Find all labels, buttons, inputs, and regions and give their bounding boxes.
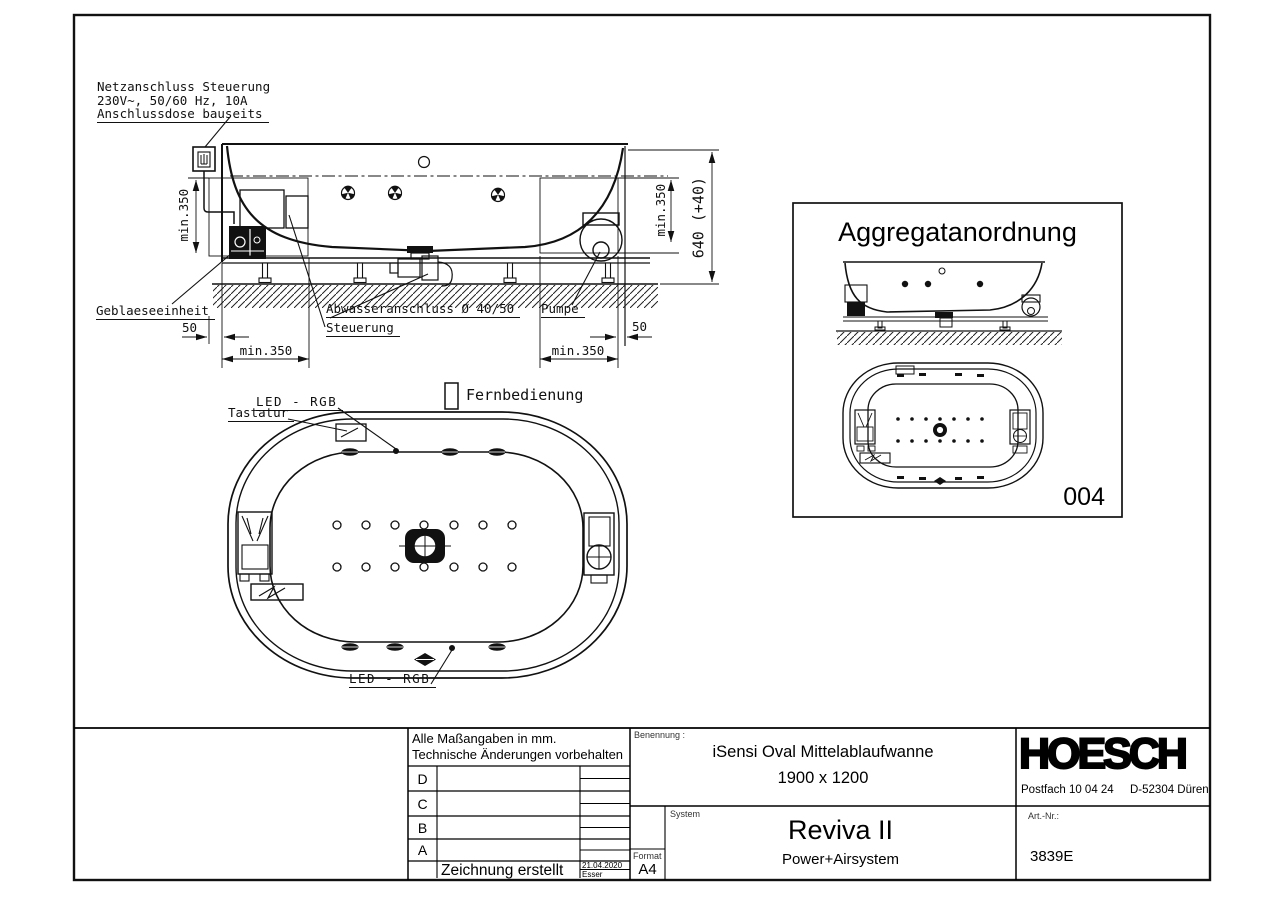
tolerance-note-line1: Alle Maßangaben in mm. [412, 731, 557, 746]
dim-offset-right: 50 [632, 319, 648, 334]
aggregat-side-view [836, 261, 1062, 345]
dim-clearance-v-right: min.350 [652, 183, 668, 237]
revision-row-c: C [417, 796, 428, 812]
led-point-top [393, 448, 399, 454]
revision-row-a: A [417, 842, 428, 858]
led-rgb-bottom-label: LED - RGB [349, 671, 437, 689]
dim-height: 640 (+40) [689, 176, 708, 259]
air-jet-symbol [340, 185, 356, 201]
dim-clearance-h-left: min.350 [239, 343, 293, 358]
revision-row-d: D [417, 771, 428, 787]
aggregat-code: 004 [1063, 483, 1105, 511]
air-jet-symbol [490, 187, 506, 203]
plan-view-linework [227, 382, 628, 679]
brand-address-city: D-52304 Düren [1130, 784, 1209, 796]
blower-unit [229, 226, 266, 259]
created-date: 21.04.2020 [582, 861, 623, 870]
created-label: Zeichnung erstellt [441, 862, 564, 879]
led-point-bottom [449, 645, 455, 651]
power-note-line2: 230V~, 50/60 Hz, 10A [97, 93, 248, 108]
pump-unit-plan [583, 512, 615, 584]
floor-hatching [213, 285, 658, 308]
page-border [72, 13, 1212, 882]
format-label: Format [633, 851, 662, 861]
control-unit [239, 189, 309, 229]
created-by: Esser [582, 870, 603, 879]
side-view-dimensions [182, 149, 719, 368]
control-label: Steuerung [326, 320, 400, 338]
aggregat-plan-view [842, 362, 1044, 489]
led-rgb-top-label: LED - RGB [256, 394, 344, 412]
power-note-line3: Anschlussdose bauseits [97, 106, 269, 124]
title-block-grid [74, 727, 1210, 880]
artnr-value: 3839E [1030, 848, 1074, 865]
overflow-circle [417, 155, 431, 169]
aggregat-box [792, 202, 1123, 518]
dim-clearance-v-left: min.350 [175, 188, 191, 242]
brand-logo: HOESCH [1018, 730, 1189, 778]
remote-control-icon [444, 382, 459, 410]
keypad [335, 423, 367, 442]
centre-drain [399, 529, 451, 563]
artnr-label: Art.-Nr.: [1028, 811, 1059, 821]
keypad-label: Tastatur [228, 405, 295, 423]
pump-unit [579, 212, 623, 262]
system-label: System [670, 809, 701, 819]
side-view-linework [192, 143, 668, 346]
drain-label: Abwasseranschluss Ø 40/50 [326, 301, 521, 319]
brand-address-po: Postfach 10 04 24 [1021, 784, 1114, 796]
blower-unit-plan [237, 511, 304, 601]
air-jet-symbol [387, 185, 403, 201]
power-note-line1: Netzanschluss Steuerung [97, 79, 271, 94]
revision-row-b: B [417, 820, 428, 836]
tolerance-note-line2: Technische Änderungen vorbehalten [412, 747, 624, 762]
format-value: A4 [638, 861, 657, 878]
benennung-label: Benennung : [634, 730, 686, 740]
dim-clearance-h-right: min.350 [551, 343, 605, 358]
dim-offset-left: 50 [182, 320, 198, 335]
rim-jets [341, 448, 506, 666]
power-cable [203, 171, 235, 224]
pump-label: Pumpe [541, 301, 585, 319]
power-socket-icon [192, 146, 216, 172]
product-name-line1: iSensi Oval Mittelablaufwanne [712, 743, 934, 761]
product-name-line2: 1900 x 1200 [777, 769, 869, 787]
aggregat-title: Aggregatanordnung [838, 217, 1077, 247]
drain-assembly [389, 246, 453, 287]
system-name: Reviva II [787, 815, 894, 845]
remote-label: Fernbedienung [466, 386, 584, 404]
leader-lines [171, 116, 601, 685]
system-sub: Power+Airsystem [781, 851, 900, 868]
blower-label: Geblaeseeinheit [96, 303, 215, 321]
